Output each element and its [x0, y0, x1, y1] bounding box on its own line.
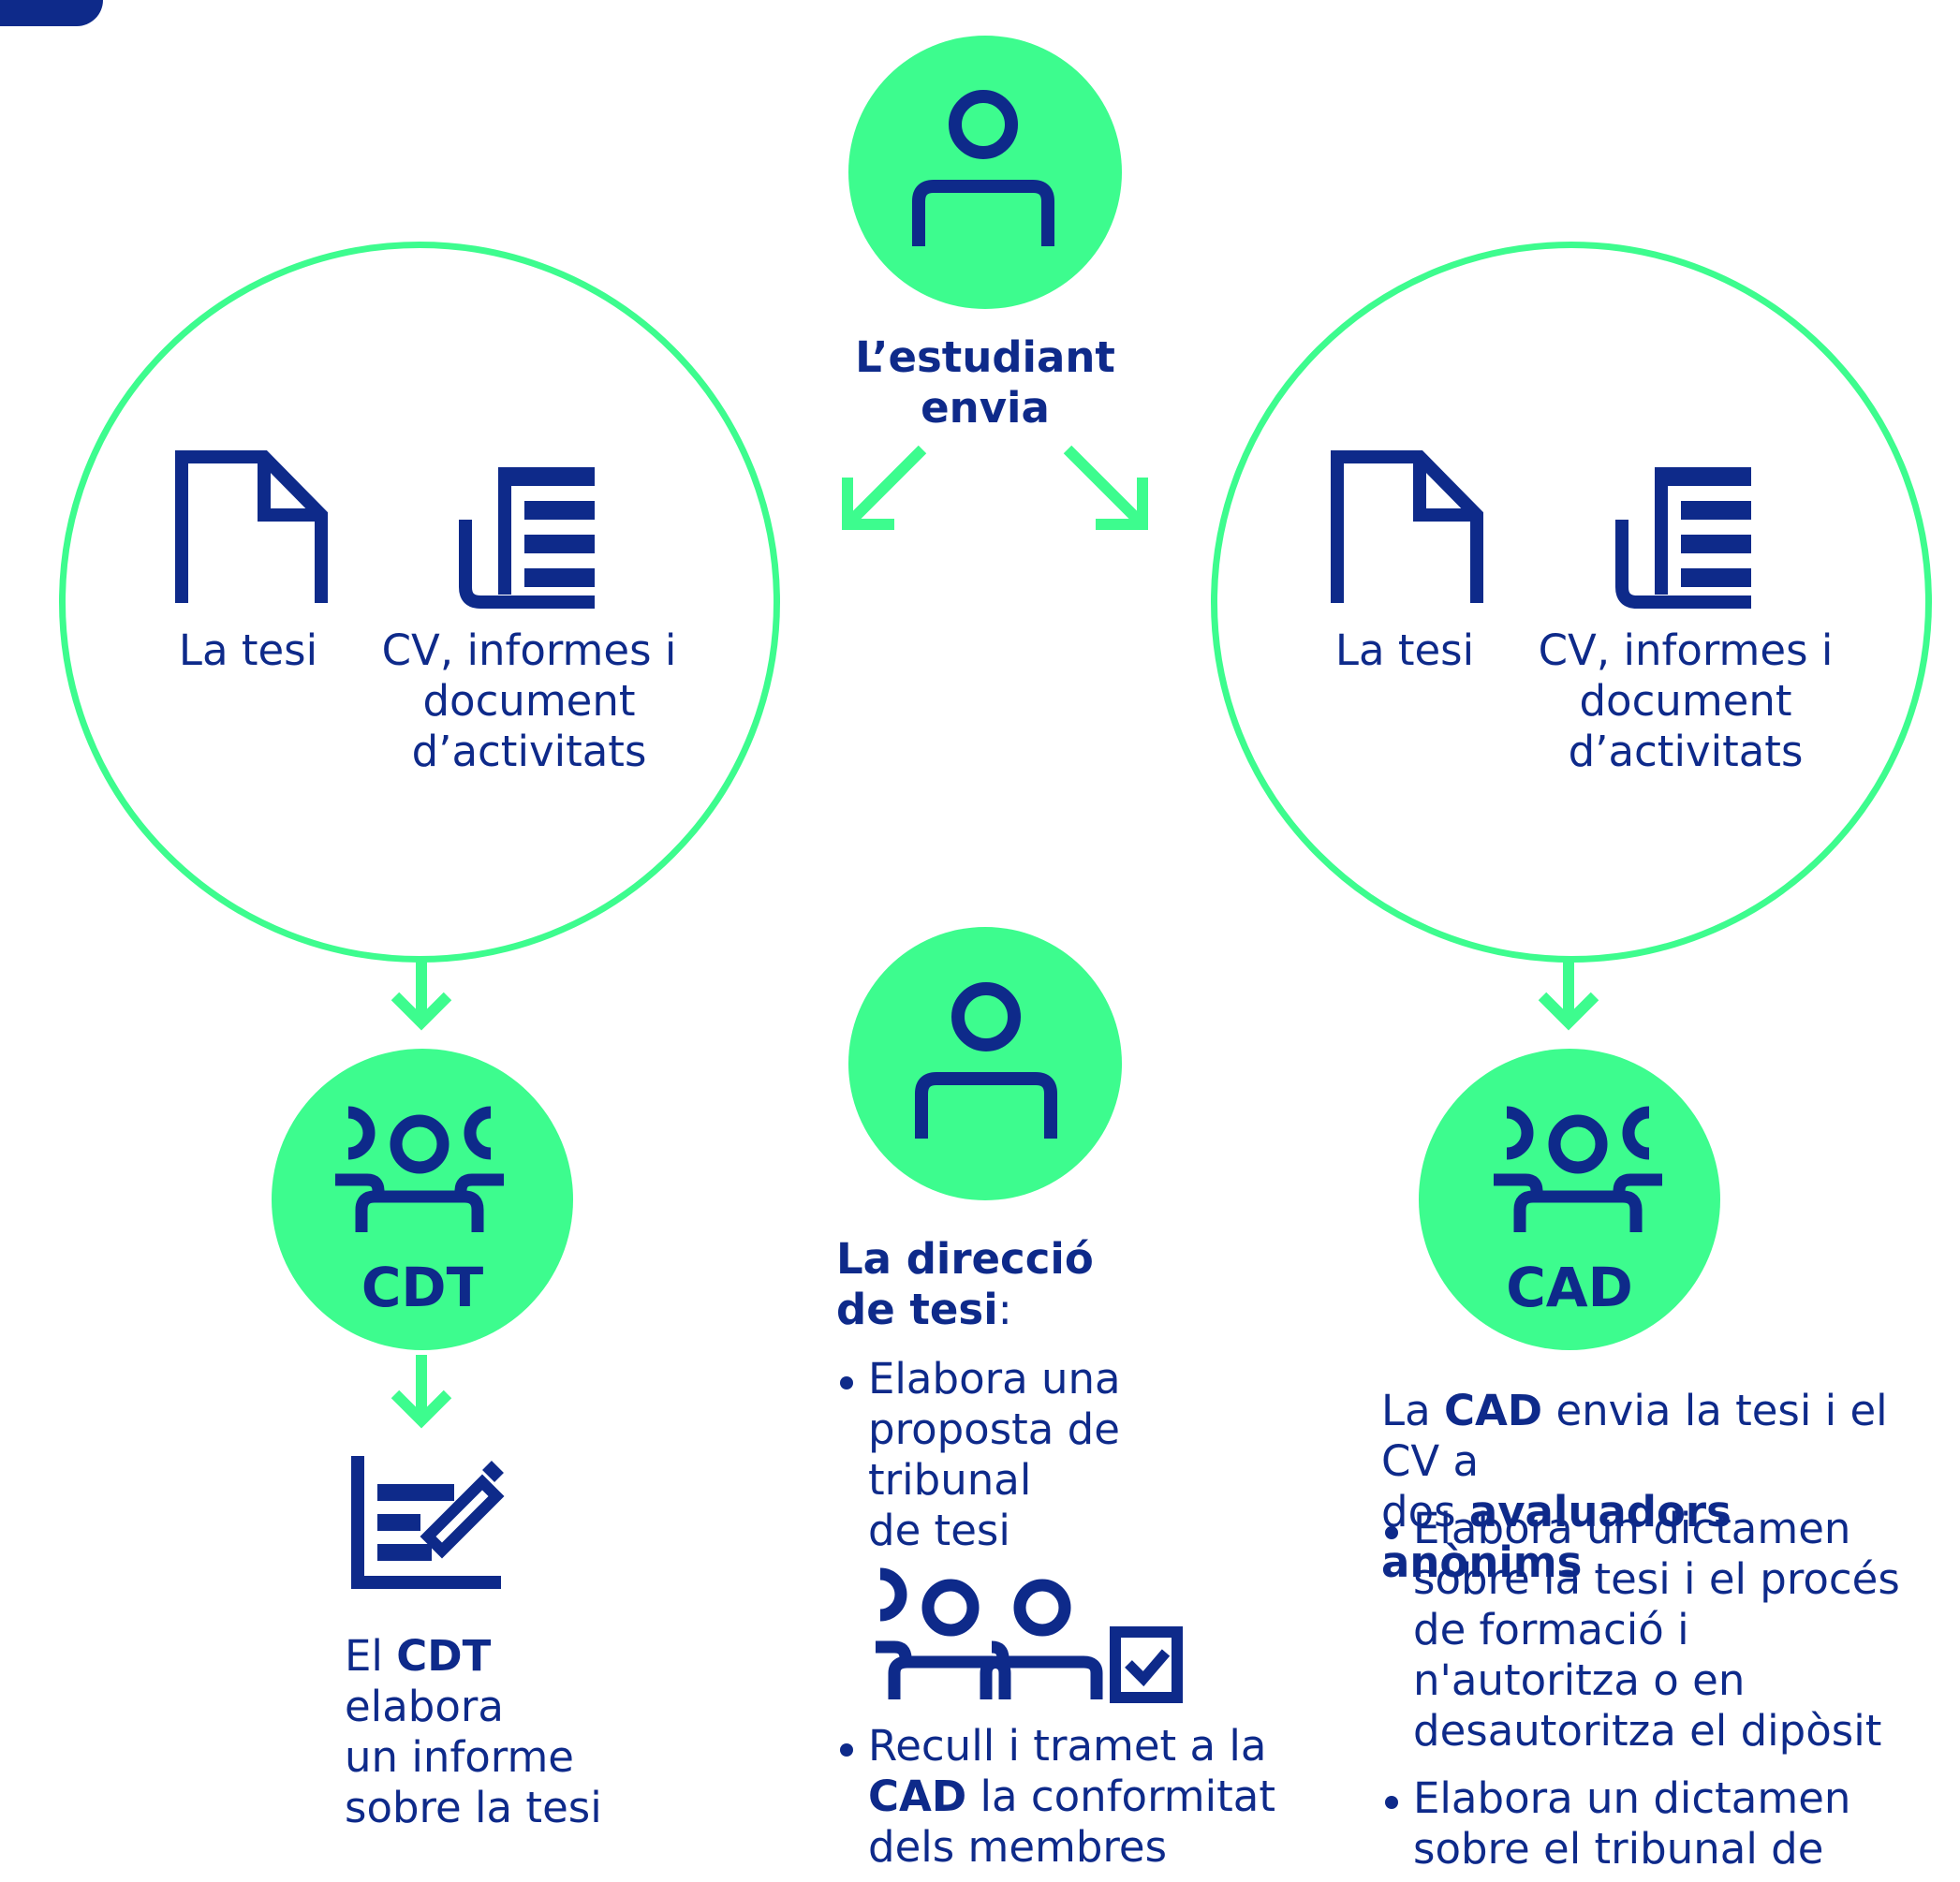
- cad-bullet2-line2: sobre el tribunal de: [1413, 1824, 1824, 1874]
- document-icon: [175, 450, 328, 603]
- direction-bullet2-line2-rest: la conformitat: [966, 1772, 1275, 1821]
- arrow-down-right-icon: [1063, 445, 1148, 530]
- report-list-icon: [1615, 467, 1751, 609]
- cdt-report-line2: un informe: [345, 1732, 574, 1782]
- cad-intro-text: La CAD envia la tesi i el CV a dos avalu…: [1381, 1386, 1943, 1588]
- cad-bullet1-line1: Elabora un dictamen: [1413, 1504, 1851, 1553]
- right-thesis-label: La tesi: [1334, 625, 1475, 675]
- group-approval-icon: [876, 1567, 1183, 1703]
- direction-bullet2-line3: dels membres: [868, 1822, 1168, 1872]
- direction-list-1: Elabora una proposta de tribunal de tesi: [836, 1354, 1286, 1556]
- director-disc: [848, 927, 1122, 1200]
- right-cv-label: CV, informes i document d’activitats: [1531, 625, 1840, 777]
- cdt-report-line1: El CDT elabora: [345, 1631, 654, 1732]
- left-cv-line1: CV, informes i: [381, 625, 677, 675]
- cdt-report-line3: sobre la tesi: [345, 1783, 602, 1832]
- direction-title-colon: :: [997, 1285, 1012, 1334]
- cdt-text-pre: El: [345, 1631, 397, 1681]
- cad-bullet1-line5: desautoritza el dipòsit: [1413, 1706, 1882, 1756]
- cad-intro-pre: La: [1381, 1386, 1444, 1435]
- corner-brand-mark: [0, 0, 103, 26]
- left-thesis-label: La tesi: [178, 625, 318, 675]
- direction-bullet2-line1: Recull i tramet a la: [868, 1721, 1267, 1771]
- direction-bullet2-line2: CAD la conformitat: [868, 1772, 1286, 1822]
- arrow-down-icon: [1538, 957, 1599, 1031]
- direction-bullet1-line2: proposta de tribunal: [868, 1404, 1120, 1505]
- cad-intro-line1: La CAD envia la tesi i el CV a: [1381, 1386, 1943, 1487]
- cdt-text-bold: CDT: [396, 1631, 492, 1681]
- direction-bullet1-line1: Elabora una: [868, 1354, 1121, 1404]
- left-documents-circle: [59, 242, 780, 963]
- right-cv-line2: document: [1579, 676, 1792, 726]
- list-item: Elabora un dictamen sobre el tribunal de: [1381, 1773, 1943, 1875]
- report-list-icon: [459, 467, 595, 609]
- cad-disc-label: CAD: [1506, 1256, 1633, 1319]
- cad-intro-bold2: avaluadors anònims: [1381, 1487, 1732, 1587]
- list-item: Recull i tramet a la CAD la conformitat …: [836, 1721, 1286, 1873]
- direction-list-2: Recull i tramet a la CAD la conformitat …: [836, 1721, 1286, 1873]
- student-disc: [848, 36, 1122, 309]
- group-icon: [335, 1106, 504, 1232]
- direction-title: La direcció de tesi:: [836, 1234, 1230, 1335]
- cad-intro-line2: dos avaluadors anònims: [1381, 1487, 1943, 1588]
- person-icon: [912, 90, 1054, 246]
- direction-title-line2-text: de tesi: [836, 1285, 998, 1334]
- left-cv-line3: d’activitats: [411, 727, 647, 776]
- cad-intro-mid: envia la tesi i el CV a: [1381, 1386, 1888, 1486]
- cad-bullet1-line4: n'autoritza o en: [1413, 1655, 1746, 1705]
- student-label-line1: L’estudiant: [855, 332, 1115, 382]
- student-label: L’estudiant envia: [796, 332, 1174, 434]
- cad-bullet1-line3: de formació i: [1413, 1605, 1689, 1654]
- report-edit-icon: [351, 1456, 505, 1589]
- person-icon: [915, 982, 1057, 1139]
- cdt-disc-label: CDT: [361, 1256, 484, 1319]
- cdt-text-post: elabora: [345, 1682, 504, 1731]
- right-cv-line1: CV, informes i: [1538, 625, 1834, 675]
- arrow-down-left-icon: [842, 445, 927, 530]
- direction-title-line2: de tesi:: [836, 1285, 1230, 1335]
- left-cv-line2: document: [422, 676, 636, 726]
- cad-intro-bold1: CAD: [1443, 1386, 1543, 1435]
- cad-bullet1-line2: sobre la tesi i el procés: [1413, 1554, 1900, 1604]
- arrow-down-icon: [391, 1355, 452, 1429]
- right-documents-circle: [1211, 242, 1932, 963]
- cad-list: Elabora un dictamen sobre la tesi i el p…: [1381, 1504, 1943, 1875]
- direction-title-line1: La direcció: [836, 1234, 1094, 1284]
- direction-bullet1-line3: de tesi: [868, 1506, 1010, 1555]
- group-icon: [1494, 1106, 1662, 1232]
- arrow-down-icon: [391, 957, 452, 1031]
- student-label-line2: envia: [921, 383, 1050, 433]
- list-item: Elabora una proposta de tribunal de tesi: [836, 1354, 1286, 1556]
- document-icon: [1331, 450, 1483, 603]
- cad-bullet2-line1: Elabora un dictamen: [1413, 1773, 1851, 1823]
- cdt-report-text: El CDT elabora un informe sobre la tesi: [345, 1631, 654, 1833]
- direction-bullet2-bold: CAD: [868, 1772, 967, 1821]
- right-cv-line3: d’activitats: [1568, 727, 1804, 776]
- left-cv-label: CV, informes i document d’activitats: [375, 625, 684, 777]
- list-item: Elabora un dictamen sobre la tesi i el p…: [1381, 1504, 1943, 1757]
